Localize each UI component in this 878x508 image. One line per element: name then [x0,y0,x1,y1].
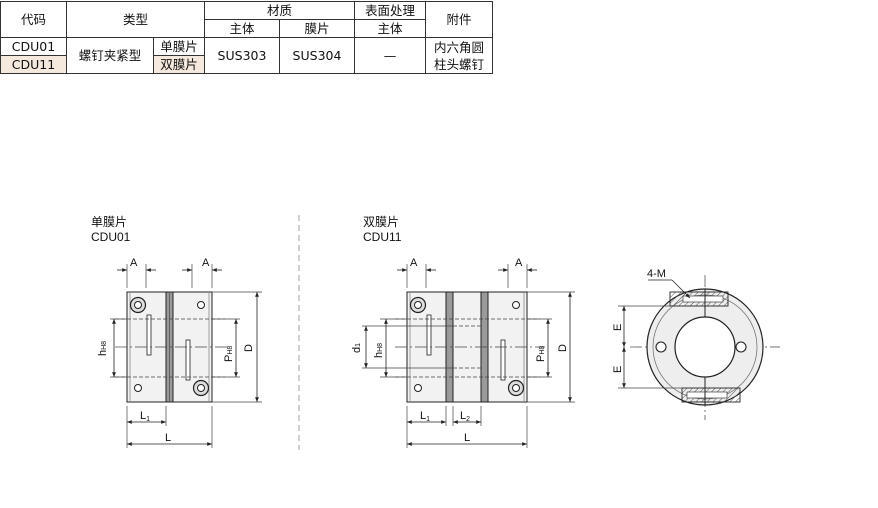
header-code: 代码 [0,1,67,38]
row2-code: CDU11 [0,55,67,74]
double-code: CDU11 [363,230,402,244]
dim-4m-label: 4-M [647,268,666,280]
dim-h-label: hH8 [373,343,385,358]
single-code: CDU01 [91,230,131,244]
dim-d-label: D [557,344,569,352]
screw-head-icon [409,296,427,314]
dim-d-label: D [243,344,255,352]
dim-d1-label: d1 [351,343,363,353]
accessory-text: 内六角圆柱头螺钉 [433,39,484,72]
row1-subtype: 单膜片 [153,37,205,56]
screw-head-icon [192,379,210,397]
diaphragm-material: SUS304 [279,37,355,74]
row1-code: CDU01 [0,37,67,56]
screw-head-icon [129,296,147,314]
row2-subtype: 双膜片 [153,55,205,74]
header-body: 主体 [204,19,280,38]
end-view: 4-M E E [612,268,780,420]
screw-head-icon [507,379,525,397]
accessory-cell: 内六角圆柱头螺钉 [425,37,493,74]
dim-a-label: A [410,257,418,269]
single-diaphragm-view: 单膜片 CDU01 A [91,215,262,448]
header-accessory: 附件 [425,1,493,38]
dim-l1-label: L1 [420,410,430,423]
dim-l2-label: L2 [460,410,470,423]
dim-l1-label: L1 [140,410,150,423]
dim-a-label: A [515,257,523,269]
spec-table: 代码 类型 材质 表面处理 附件 主体 膜片 主体 CDU01 螺钉夹紧型 单膜… [0,1,493,74]
double-diaphragm-view: 双膜片 CDU11 [351,215,575,448]
dim-e-label: E [612,324,624,331]
dim-a-label: A [130,257,138,269]
surface-treatment: — [354,37,426,74]
dim-l-label: L [165,432,171,444]
body-material: SUS303 [204,37,280,74]
double-title: 双膜片 [363,215,399,229]
dim-p-label: PH8 [535,346,547,362]
type-main: 螺钉夹紧型 [66,37,154,74]
dim-h-label: hH8 [97,341,109,356]
dim-a-label: A [202,257,210,269]
single-title: 单膜片 [91,215,127,229]
header-type: 类型 [66,1,205,38]
dim-p-label: PH8 [223,346,235,362]
dim-l-label: L [464,432,470,444]
dim-e-label: E [612,366,624,373]
header-surface-body: 主体 [354,19,426,38]
